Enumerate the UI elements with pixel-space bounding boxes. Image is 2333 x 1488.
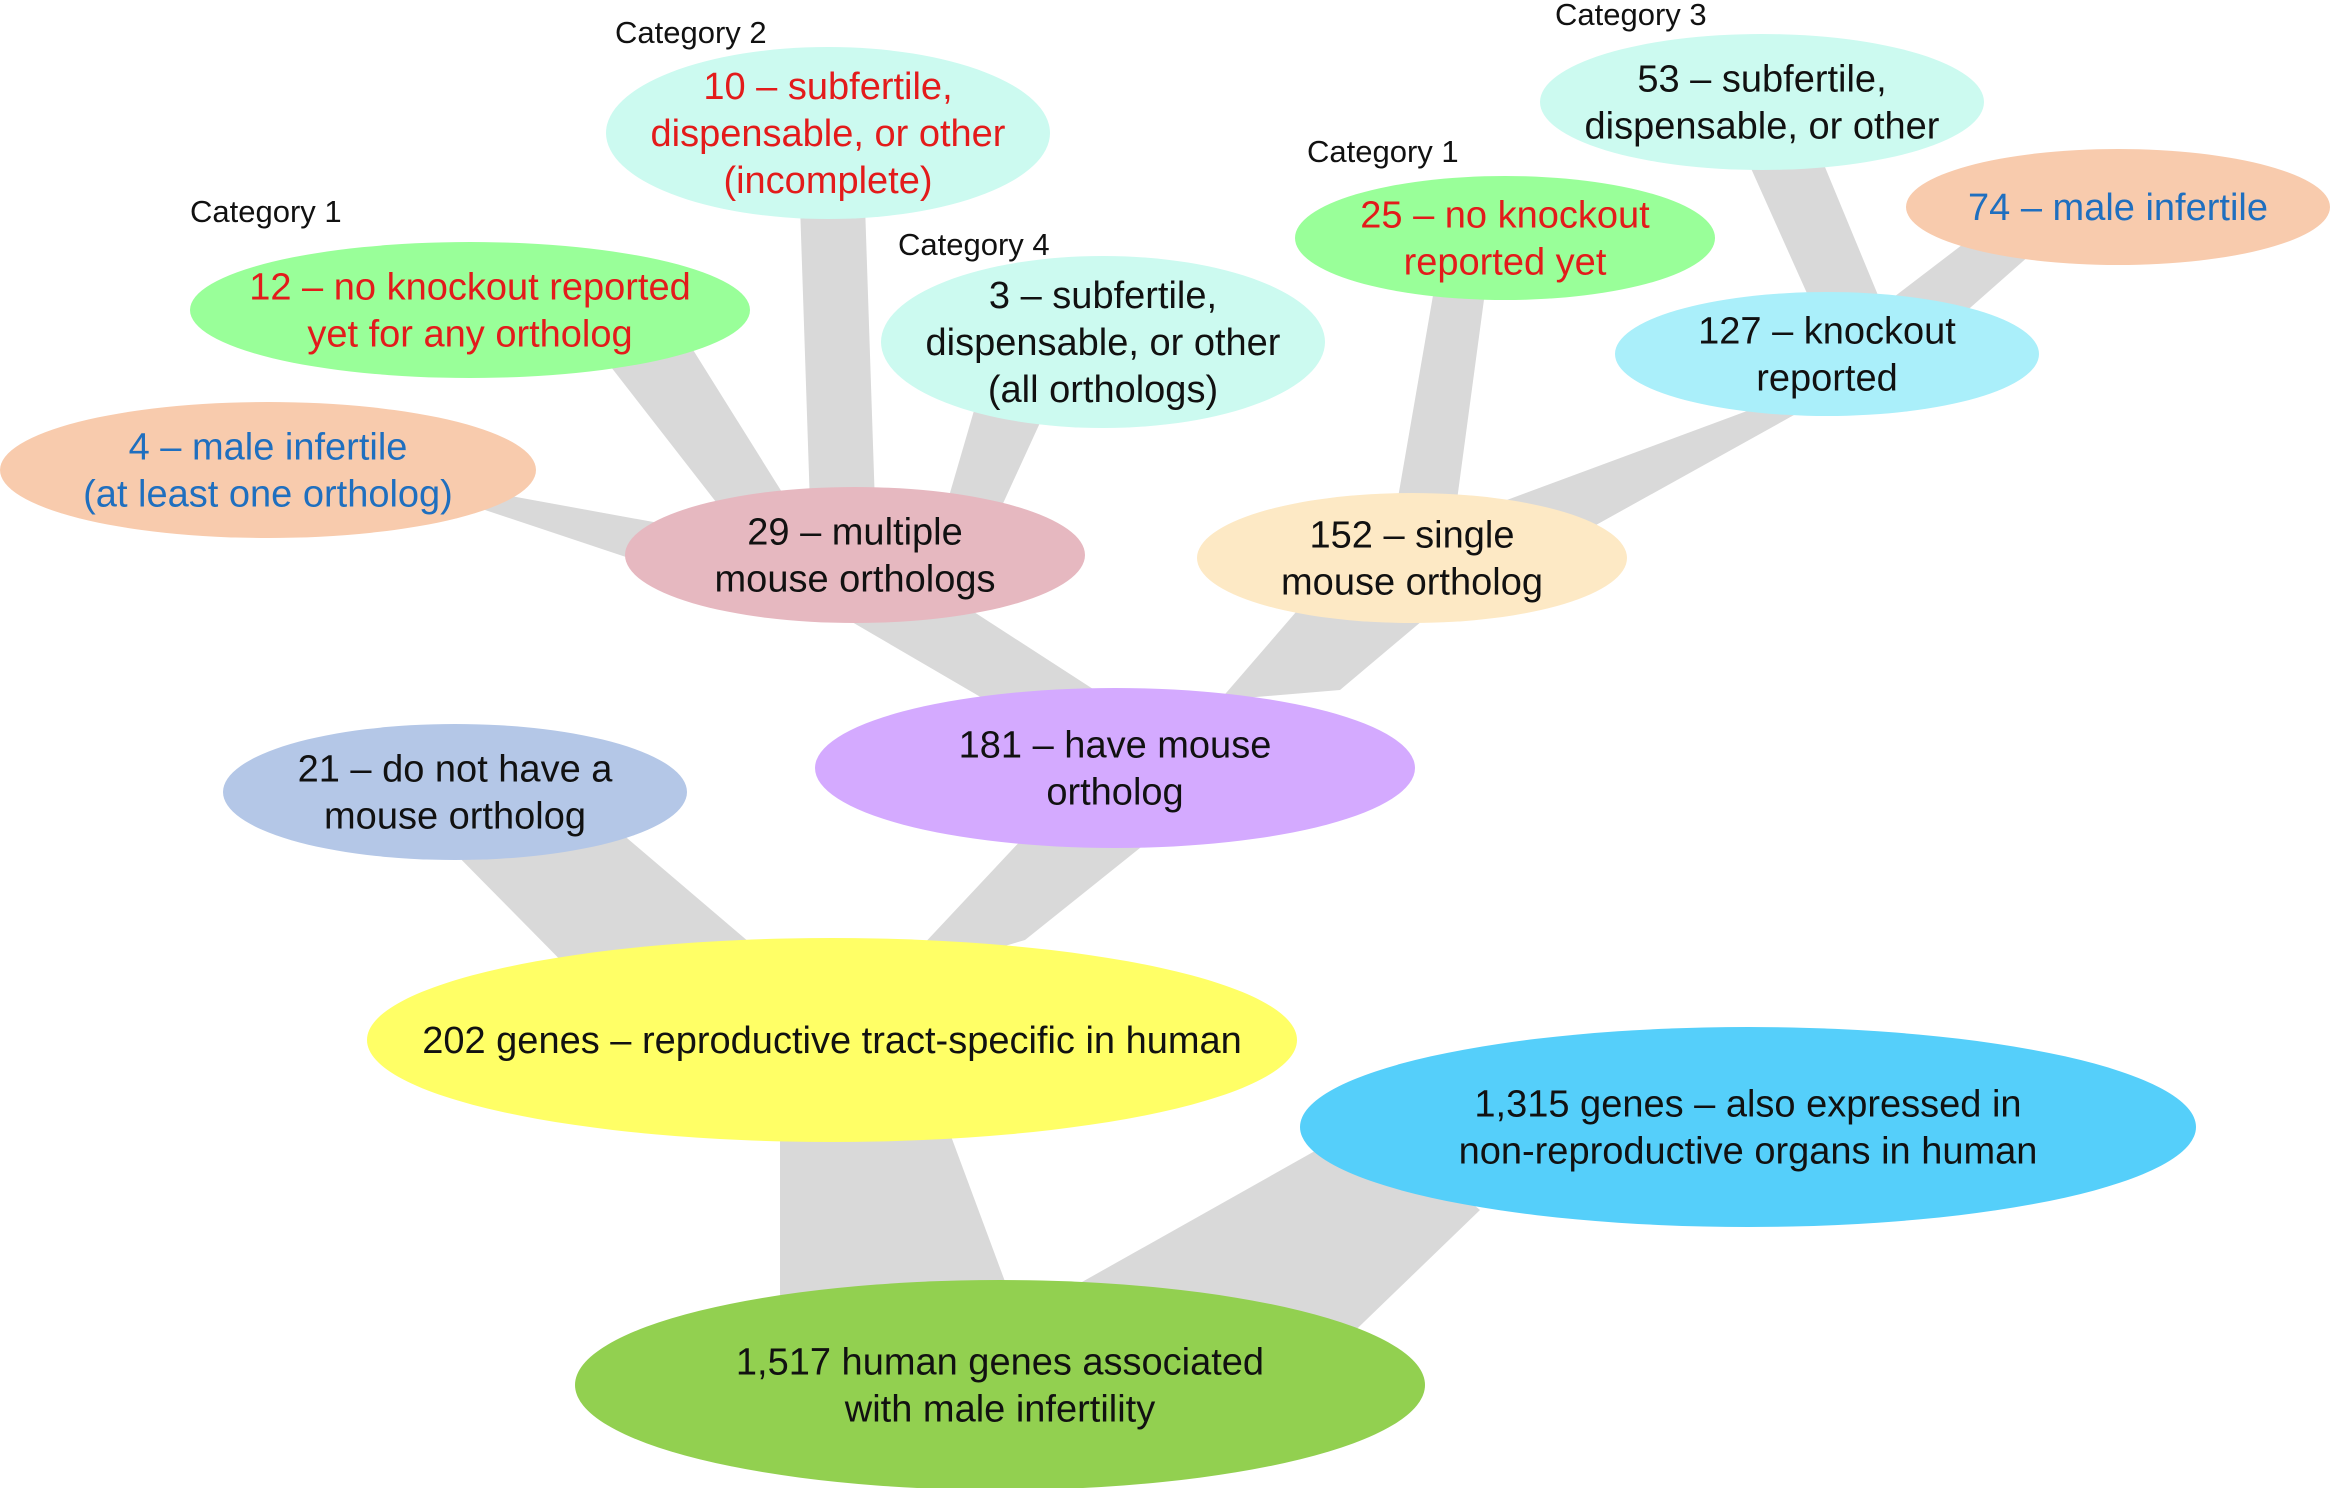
node-multi-male-infertile-label-line: 4 – male infertile [129,427,408,469]
branch-havemouse-to-multiple [840,590,1110,720]
node-single-subfertile-label-line: dispensable, or other [1585,106,1940,148]
node-single-no-knockout-category-label: Category 1 [1307,134,1459,169]
node-knockout-reported-ellipse [1615,292,2039,416]
node-multiple-orthologs-label-line: mouse orthologs [715,559,996,601]
branch-repro-to-havemouse [890,820,1150,980]
node-root-ellipse [575,1280,1425,1488]
node-root-label-line: 1,517 human genes associated [736,1342,1264,1384]
node-single-ortholog-label-line: mouse ortholog [1281,562,1543,604]
branch-single-to-noko [1395,255,1490,515]
node-single-ortholog-ellipse [1197,493,1627,623]
node-no-mouse-ortholog-label-line: 21 – do not have a [298,749,614,791]
branch-root-to-repro [780,1120,1010,1295]
node-repro-specific-ellipse [367,938,1297,1142]
branch-knockout-to-subfertile [1745,155,1880,300]
node-single-subfertile-ellipse [1540,34,1984,170]
node-repro-specific: 202 genes – reproductive tract-specific … [367,938,1297,1142]
node-multi-all-orthologs: 3 – subfertile, dispensable, or other (all… [881,227,1325,428]
node-single-no-knockout-ellipse [1295,176,1715,300]
node-multi-all-orthologs-label-line: (all orthologs) [988,369,1218,411]
node-repro-specific-label-line: 202 genes – reproductive tract-specific … [422,1020,1242,1062]
node-multi-incomplete-label-line: dispensable, or other [651,113,1006,155]
node-single-male-infertile-ellipse [1906,149,2330,265]
node-also-expressed-ellipse [1300,1027,2196,1227]
node-multi-incomplete-label-line: 10 – subfertile, [703,66,952,108]
node-single-ortholog: 152 – single mouse ortholog [1197,493,1627,623]
node-single-no-knockout: 25 – no knockout reported yet Category 1 [1295,134,1715,300]
node-no-mouse-ortholog-label-line: mouse ortholog [324,796,586,838]
node-single-male-infertile: 74 – male infertile [1906,149,2330,265]
node-multi-incomplete-ellipse [606,47,1050,219]
branch-multiple-to-maleinf [450,485,670,565]
node-single-no-knockout-label-line: reported yet [1404,242,1607,284]
node-multi-male-infertile: 4 – male infertile (at least one ortholog… [0,402,536,538]
node-multi-no-knockout: 12 – no knockout reported yet for any ort… [190,194,750,378]
node-single-subfertile: 53 – subfertile, dispensable, or other Cat… [1540,0,1984,170]
node-multi-no-knockout-label-line: 12 – no knockout reported [249,267,691,309]
node-root: 1,517 human genes associated with male in… [575,1280,1425,1488]
node-multi-all-orthologs-label-line: 3 – subfertile, [989,275,1217,317]
node-single-ortholog-label-line: 152 – single [1310,515,1515,557]
node-root-label-line: with male infertility [844,1389,1155,1431]
node-multiple-orthologs-ellipse [625,487,1085,623]
node-multi-male-infertile-label-line: (at least one ortholog) [83,474,453,516]
node-knockout-reported-label-line: 127 – knockout [1698,311,1956,353]
node-multi-incomplete-category-label: Category 2 [615,15,767,50]
node-multiple-orthologs-label-line: 29 – multiple [747,512,962,554]
node-also-expressed-label-line: 1,315 genes – also expressed in [1474,1084,2021,1126]
node-knockout-reported: 127 – knockout reported [1615,292,2039,416]
branch-single-to-knockout [1480,395,1830,545]
node-multi-incomplete: 10 – subfertile, dispensable, or other (in… [606,15,1050,219]
node-also-expressed-label-line: non-reproductive organs in human [1459,1131,2038,1173]
node-multi-male-infertile-ellipse [0,402,536,538]
node-no-mouse-ortholog-ellipse [223,724,687,860]
node-multi-all-orthologs-category-label: Category 4 [898,227,1050,262]
node-multi-all-orthologs-label-line: dispensable, or other [926,322,1281,364]
node-single-subfertile-label-line: 53 – subfertile, [1637,59,1886,101]
node-no-mouse-ortholog: 21 – do not have a mouse ortholog [223,724,687,860]
node-have-mouse-ortholog-ellipse [815,688,1415,848]
node-multi-all-orthologs-ellipse [881,256,1325,428]
node-multi-no-knockout-category-label: Category 1 [190,194,342,229]
node-multiple-orthologs: 29 – multiple mouse orthologs [625,487,1085,623]
node-multi-no-knockout-ellipse [190,242,750,378]
node-have-mouse-ortholog-label-line: 181 – have mouse [959,725,1272,767]
node-also-expressed: 1,315 genes – also expressed in non-repro… [1300,1027,2196,1227]
node-multi-incomplete-label-line: (incomplete) [723,160,932,202]
node-single-male-infertile-label-line: 74 – male infertile [1968,187,2268,229]
node-single-subfertile-category-label: Category 3 [1555,0,1707,32]
node-knockout-reported-label-line: reported [1756,358,1898,400]
node-have-mouse-ortholog-label-line: ortholog [1046,772,1183,814]
node-multi-no-knockout-label-line: yet for any ortholog [307,314,632,356]
node-single-no-knockout-label-line: 25 – no knockout [1360,195,1650,237]
node-have-mouse-ortholog: 181 – have mouse ortholog [815,688,1415,848]
branch-multiple-to-incomplete [800,205,875,505]
